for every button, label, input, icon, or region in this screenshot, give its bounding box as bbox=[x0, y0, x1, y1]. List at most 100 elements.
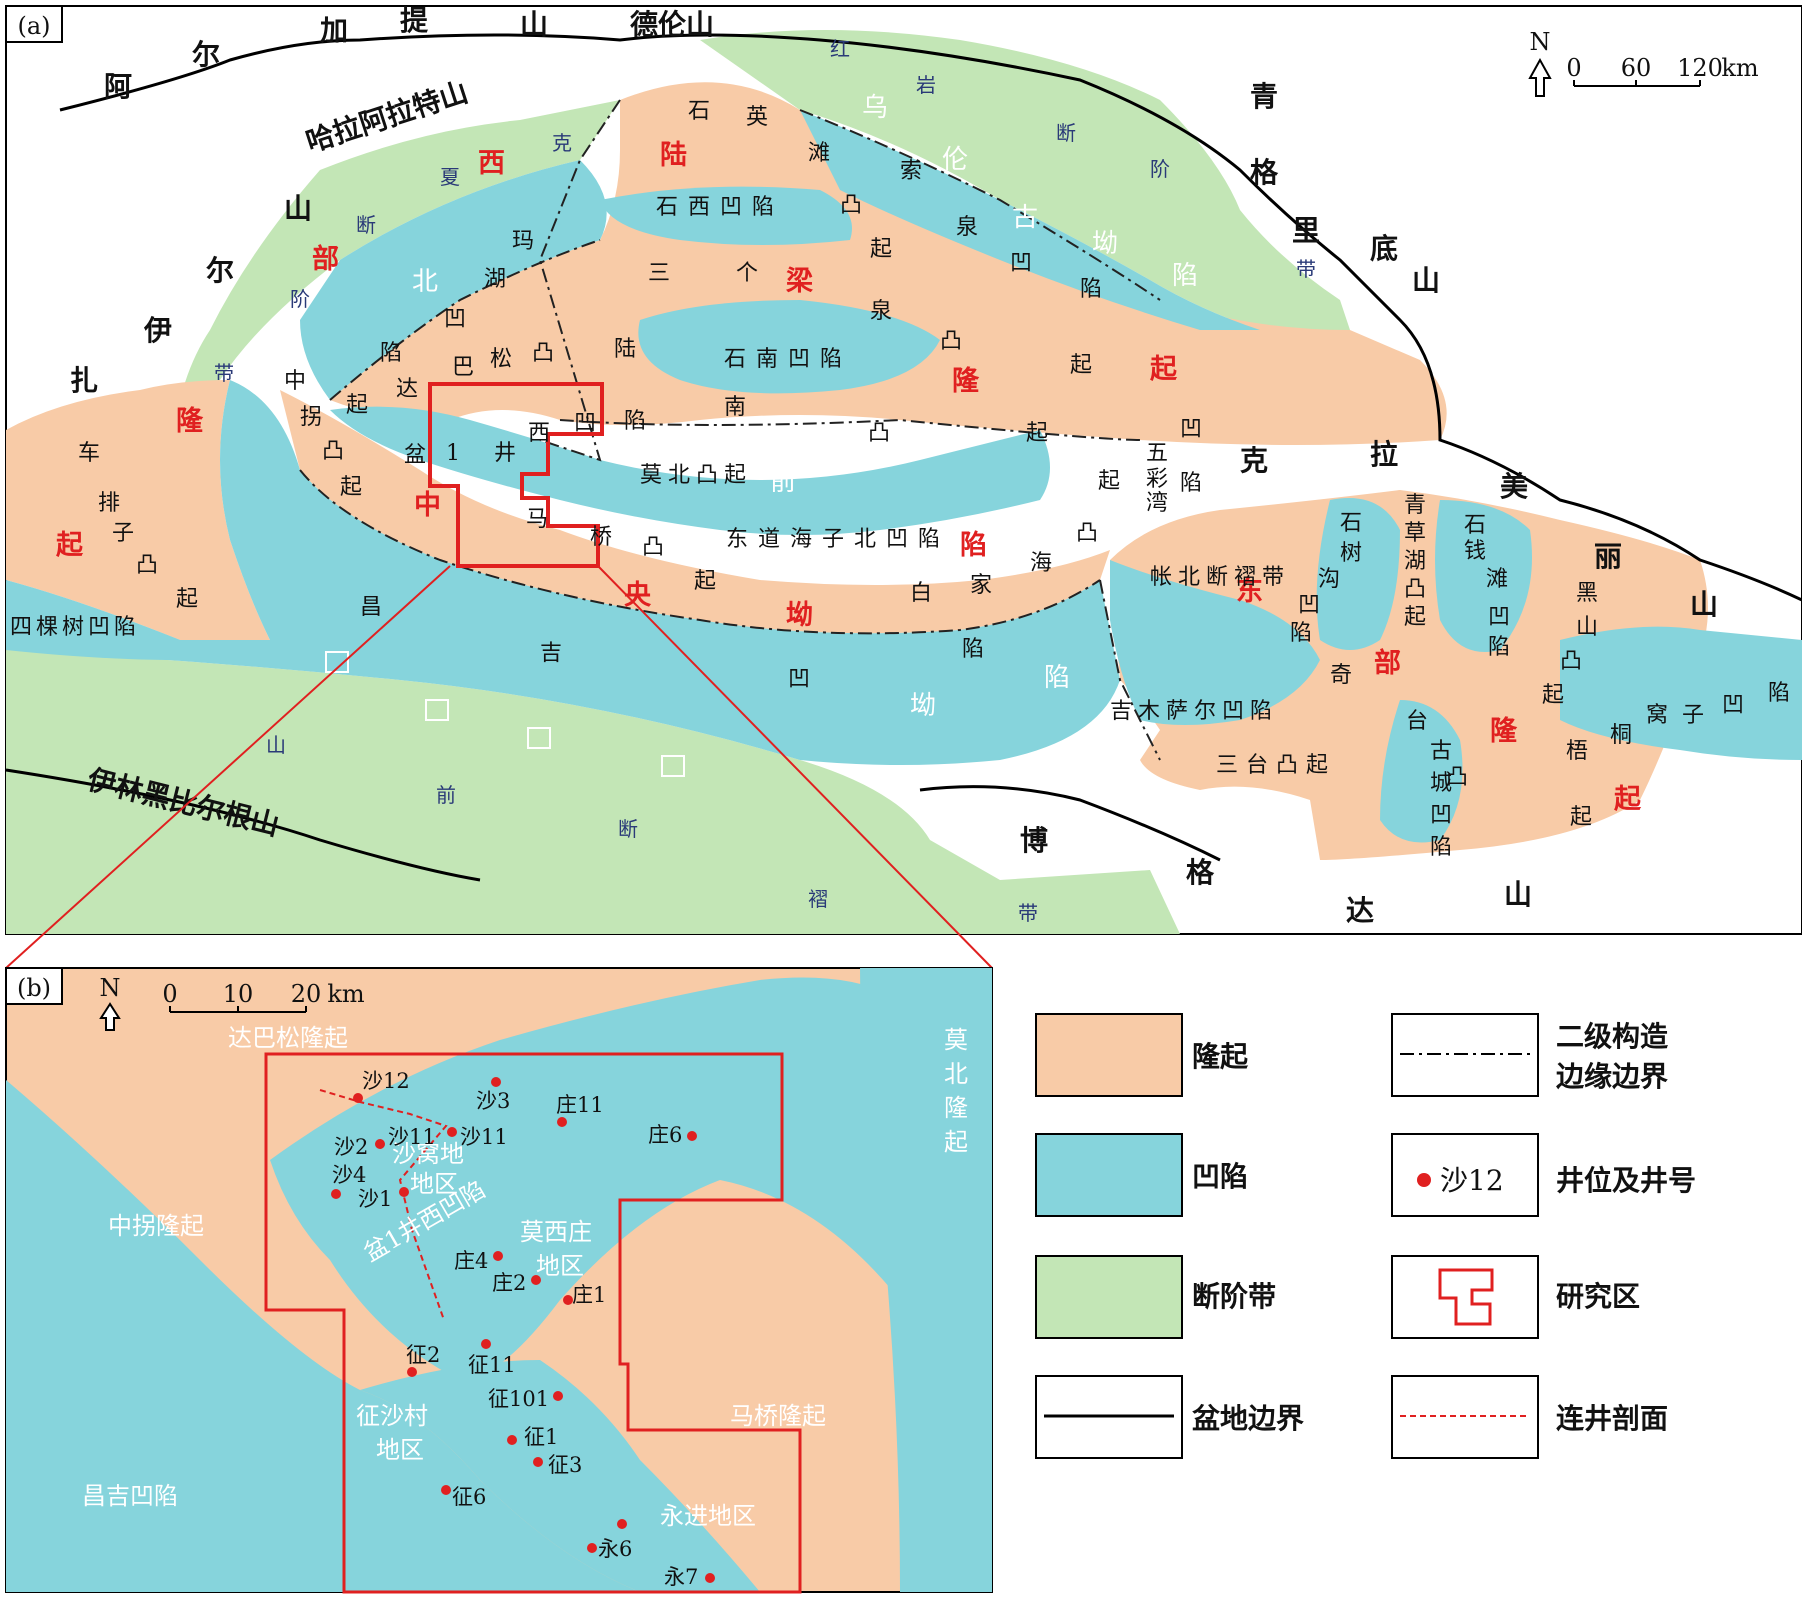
depression-jimusaer bbox=[1110, 560, 1320, 725]
well-zhuang11: 庄11 bbox=[556, 1093, 604, 1127]
depression-gucheng bbox=[1380, 700, 1463, 843]
well-sha1: 沙1 bbox=[358, 1187, 409, 1211]
svg-text:英: 英 bbox=[746, 105, 768, 130]
svg-text:古: 古 bbox=[1430, 739, 1452, 764]
svg-text:凹: 凹 bbox=[1722, 693, 1744, 718]
svg-text:克: 克 bbox=[552, 131, 572, 155]
svg-text:帐北断褶带: 帐北断褶带 bbox=[1150, 565, 1290, 590]
svg-text:凸: 凸 bbox=[840, 193, 862, 218]
svg-text:永进地区: 永进地区 bbox=[660, 1502, 756, 1530]
svg-text:梧: 梧 bbox=[1566, 739, 1588, 764]
legend-label-well-section: 连井剖面 bbox=[1556, 1402, 1668, 1435]
svg-text:庄1: 庄1 bbox=[572, 1283, 606, 1307]
svg-text:石: 石 bbox=[1340, 511, 1362, 536]
well-yong6: 永6 bbox=[587, 1519, 632, 1561]
svg-text:凸: 凸 bbox=[322, 439, 344, 464]
depression-central bbox=[330, 406, 1050, 535]
svg-text:凹: 凹 bbox=[1298, 593, 1320, 618]
well-zheng6: 征6 bbox=[441, 1485, 486, 1509]
svg-text:山: 山 bbox=[1576, 615, 1598, 640]
svg-text:凸: 凸 bbox=[1560, 649, 1582, 674]
svg-text:西: 西 bbox=[478, 148, 505, 179]
svg-text:索: 索 bbox=[900, 159, 922, 184]
svg-text:湖: 湖 bbox=[1404, 549, 1426, 574]
well-zheng2: 征2 bbox=[406, 1343, 440, 1377]
basin-boundary-south2 bbox=[919, 785, 1221, 862]
svg-text:山: 山 bbox=[1412, 264, 1440, 297]
svg-text:征1: 征1 bbox=[524, 1425, 558, 1449]
svg-text:子: 子 bbox=[1682, 703, 1704, 728]
panel-b: (b) N 0 10 20 km 达巴松隆起 莫 北 隆 起 中拐隆起 bbox=[5, 967, 993, 1594]
svg-text:桥: 桥 bbox=[590, 525, 612, 550]
svg-text:凹: 凹 bbox=[1180, 417, 1202, 442]
svg-text:石西凹陷: 石西凹陷 bbox=[656, 195, 784, 220]
svg-text:山: 山 bbox=[520, 8, 548, 41]
svg-text:德伦山: 德伦山 bbox=[630, 8, 714, 41]
svg-text:庄4: 庄4 bbox=[454, 1249, 488, 1273]
svg-text:四棵树凹陷: 四棵树凹陷 bbox=[10, 615, 140, 640]
svg-text:山: 山 bbox=[1504, 878, 1532, 911]
svg-text:达巴松隆起: 达巴松隆起 bbox=[228, 1024, 348, 1052]
svg-text:盆: 盆 bbox=[404, 443, 426, 468]
svg-text:陷: 陷 bbox=[1488, 635, 1510, 660]
svg-text:滩: 滩 bbox=[808, 141, 830, 166]
svg-text:三: 三 bbox=[648, 261, 670, 286]
svg-text:起: 起 bbox=[1570, 805, 1592, 830]
fault-step-belt-west bbox=[180, 100, 620, 400]
svg-text:km: km bbox=[1721, 54, 1759, 82]
svg-text:梁: 梁 bbox=[786, 266, 813, 297]
svg-text:10: 10 bbox=[223, 980, 254, 1008]
svg-text:征3: 征3 bbox=[548, 1453, 582, 1477]
well-zhuang4: 庄4 bbox=[454, 1249, 503, 1273]
svg-text:凸: 凸 bbox=[1446, 765, 1468, 790]
svg-text:泉: 泉 bbox=[956, 215, 978, 240]
panel-a: (a) N 0 60 120 km 加 提 山 德伦山 阿 尔 哈拉阿拉特山 山… bbox=[5, 4, 1802, 969]
compass-a: N bbox=[1528, 28, 1552, 97]
svg-text:沙1: 沙1 bbox=[358, 1187, 392, 1211]
secondary-boundaries bbox=[299, 99, 1161, 761]
legend-swatch-well bbox=[1391, 1133, 1539, 1217]
svg-text:20: 20 bbox=[291, 980, 322, 1008]
svg-text:沙3: 沙3 bbox=[476, 1089, 510, 1113]
svg-text:起: 起 bbox=[1026, 421, 1048, 446]
svg-text:马: 马 bbox=[526, 507, 548, 532]
svg-text:120: 120 bbox=[1677, 54, 1723, 82]
svg-text:陷: 陷 bbox=[962, 637, 984, 662]
svg-text:N: N bbox=[100, 974, 121, 1002]
legend-swatch-study-area bbox=[1391, 1255, 1539, 1339]
svg-text:陷: 陷 bbox=[380, 341, 402, 366]
wells: 沙12 沙3 庄11 沙2 沙11 沙11 庄6 沙4 沙1 庄4 庄2 庄1 … bbox=[331, 1069, 715, 1589]
basin-boundary bbox=[59, 33, 1802, 602]
compass-b: N bbox=[99, 974, 121, 1031]
svg-text:夏: 夏 bbox=[440, 165, 460, 189]
svg-text:滩: 滩 bbox=[1486, 567, 1508, 592]
panel-b-depression-upper bbox=[270, 977, 900, 1380]
svg-text:凸: 凸 bbox=[940, 329, 962, 354]
svg-text:城: 城 bbox=[1430, 771, 1452, 796]
svg-text:丽: 丽 bbox=[1594, 540, 1622, 573]
well-sha4: 沙4 bbox=[331, 1163, 366, 1199]
svg-text:陷: 陷 bbox=[1080, 277, 1102, 302]
svg-text:隆: 隆 bbox=[176, 406, 204, 437]
uplift-west bbox=[6, 380, 270, 640]
panel-a-markers bbox=[325, 651, 685, 777]
svg-text:古: 古 bbox=[1012, 203, 1038, 233]
svg-text:黑: 黑 bbox=[1576, 581, 1598, 606]
svg-text:永6: 永6 bbox=[598, 1537, 632, 1561]
svg-text:彩: 彩 bbox=[1146, 467, 1168, 492]
svg-text:山: 山 bbox=[1690, 588, 1718, 621]
svg-text:陷: 陷 bbox=[1290, 621, 1312, 646]
svg-text:陷: 陷 bbox=[1180, 471, 1202, 496]
svg-text:达: 达 bbox=[1346, 894, 1374, 927]
scale-bar-b: 0 10 20 km bbox=[162, 980, 365, 1013]
depression-shinan bbox=[638, 300, 940, 394]
svg-text:部: 部 bbox=[1374, 647, 1401, 679]
svg-text:陷: 陷 bbox=[1044, 663, 1070, 693]
well-sha3: 沙3 bbox=[476, 1077, 510, 1113]
svg-text:凹: 凹 bbox=[574, 411, 596, 436]
svg-text:隆: 隆 bbox=[952, 366, 980, 397]
svg-text:岩: 岩 bbox=[916, 73, 936, 97]
depression-sikeshu bbox=[6, 590, 180, 660]
svg-text:东: 东 bbox=[1236, 575, 1263, 607]
svg-text:陷: 陷 bbox=[624, 409, 646, 434]
